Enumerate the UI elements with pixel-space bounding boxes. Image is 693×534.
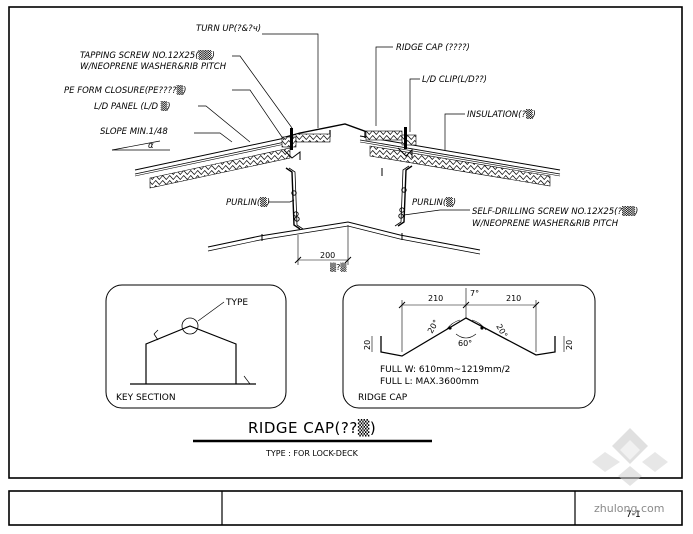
label-turn-up: TURN UP(?&?ч) bbox=[196, 24, 261, 34]
label-tapping-screw: TAPPING SCREW NO.12X25(▒▒) bbox=[80, 50, 215, 61]
tapping-screw-right bbox=[404, 127, 407, 149]
key-section-ridge-marker bbox=[181, 317, 199, 335]
drawing-title: RIDGE CAP(??▒) bbox=[248, 419, 376, 437]
ridge-cap-dim-left: 210 bbox=[428, 294, 443, 303]
ridge-cap-angle-left: 20° bbox=[426, 318, 441, 335]
dim-200-label: 200 bbox=[320, 251, 335, 260]
tapping-screw-left bbox=[290, 128, 293, 150]
key-section-type-label: TYPE bbox=[225, 298, 248, 308]
label-self-drilling-screw-2: W/NEOPRENE WASHER&RIB PITCH bbox=[472, 219, 619, 229]
key-section-caption: KEY SECTION bbox=[116, 393, 176, 403]
sheet-border bbox=[8, 6, 683, 479]
label-tapping-screw-2: W/NEOPRENE WASHER&RIB PITCH bbox=[80, 62, 227, 72]
ridge-cap-caption: RIDGE CAP bbox=[358, 393, 408, 403]
ridge-cap-angle-bottom: 60° bbox=[458, 339, 472, 348]
ridge-cap-profile bbox=[380, 317, 556, 357]
ridge-cap-panel: 210 210 7° 20° 20° 60° 20 20 FULL W: 610… bbox=[342, 284, 596, 409]
watermark-logo bbox=[592, 428, 668, 486]
ridge-cap-angle-right: 20° bbox=[494, 323, 509, 340]
insulation-left bbox=[149, 147, 291, 189]
label-insulation: INSULATION(?▒) bbox=[467, 109, 536, 120]
key-section-panel: TYPE KEY SECTION bbox=[105, 284, 287, 409]
title-block bbox=[8, 490, 683, 526]
label-purlin-left: PURLIN(▒) bbox=[226, 197, 270, 208]
label-self-drilling-screw: SELF-DRILLING SCREW NO.12X25(?▒▒) bbox=[472, 206, 638, 217]
ridge-cap-full-w: FULL W: 610mm~1219mm/2 bbox=[380, 365, 510, 375]
sheet-number: 7-1 bbox=[626, 510, 641, 520]
ridge-cap-dim-right: 210 bbox=[506, 294, 521, 303]
ridge-cap-angle-top: 7° bbox=[470, 289, 479, 298]
leader-lines bbox=[194, 33, 470, 216]
watermark-text: zhulong.com bbox=[594, 502, 664, 515]
label-purlin-right: PURLIN(▒) bbox=[412, 197, 456, 208]
slope-mark: α bbox=[148, 141, 154, 151]
pe-form-closure-left bbox=[281, 136, 297, 148]
insulation-right bbox=[369, 145, 551, 187]
ridge-cap-leg-right: 20 bbox=[565, 340, 574, 350]
dim-200-sub-label: ▒?▒ bbox=[330, 262, 347, 272]
ridge-cap-leg-left: 20 bbox=[363, 340, 372, 350]
ridge-section: 200 ▒?▒ α bbox=[111, 123, 561, 272]
drawing-subtitle: TYPE : FOR LOCK-DECK bbox=[265, 449, 359, 458]
purlin-left bbox=[285, 167, 301, 230]
pe-form-closure-right bbox=[365, 130, 403, 141]
label-ld-panel: L/D PANEL (L/D ▒) bbox=[94, 101, 171, 112]
label-slope: SLOPE MIN.1/48 bbox=[100, 127, 168, 137]
label-ridge-cap: RIDGE CAP (????) bbox=[396, 43, 470, 53]
purlin-right bbox=[397, 165, 413, 227]
label-ld-clip: L/D CLIP(L/D??) bbox=[422, 75, 487, 85]
ridge-cap-full-l: FULL L: MAX.3600mm bbox=[380, 377, 479, 387]
label-pe-form-closure: PE FORM CLOSURE(PE????▒) bbox=[64, 85, 186, 96]
